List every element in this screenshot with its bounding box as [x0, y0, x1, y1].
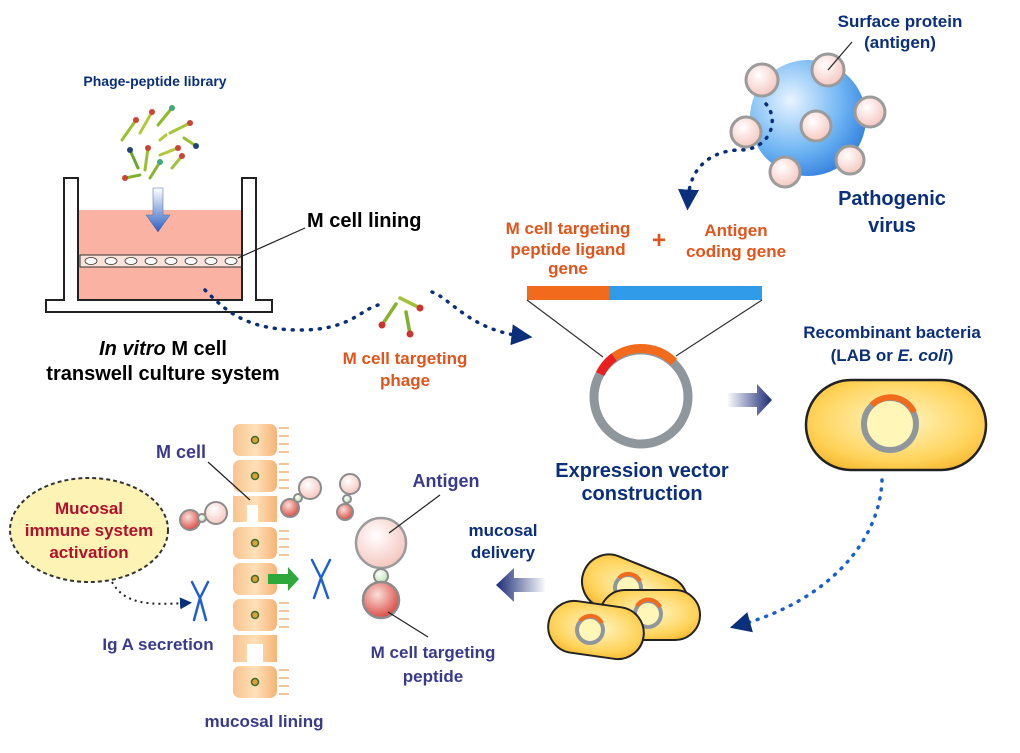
bacterium-icon: [547, 553, 701, 661]
label-targeting-phage-2: phage: [380, 371, 430, 390]
dotted-arrow-icon: [729, 478, 884, 633]
antigen-conjugate: [179, 473, 361, 531]
label-mucosal-1: Mucosal: [55, 499, 123, 518]
gene-construct: [526, 286, 763, 358]
block-arrow-icon: [268, 567, 299, 591]
label-mucosal-lining: mucosal lining: [204, 712, 323, 731]
virus-icon: [729, 41, 887, 189]
label-recombinant-1: Recombinant bacteria: [803, 323, 981, 342]
label-ligand-gene-3: gene: [548, 259, 588, 278]
phage-icon: [120, 105, 199, 181]
label-mucosal-delivery-1: mucosal: [469, 521, 538, 540]
dotted-arrow-icon: [111, 581, 192, 610]
label-targeting-peptide-1: M cell targeting: [371, 643, 496, 662]
plasmid-icon: [589, 343, 693, 449]
label-pathogenic-2: virus: [868, 215, 916, 237]
label-ligand-gene-2: peptide ligand: [510, 240, 625, 259]
label-phage-library: Phage-peptide library: [83, 73, 226, 89]
label-targeting-peptide-2: peptide: [403, 667, 463, 686]
label-expression-2: construction: [581, 483, 702, 505]
phage-icon: [378, 296, 424, 338]
label-surface-protein-1: Surface protein: [838, 12, 963, 31]
label-targeting-phage-1: M cell targeting: [343, 349, 468, 368]
immune-activation-ellipse: [9, 477, 169, 583]
antibody-icon: [190, 558, 332, 622]
label-antigen-gene-2: coding gene: [686, 242, 786, 261]
antigen-conjugate: [354, 494, 441, 638]
label-recombinant-2: (LAB or E. coli): [831, 346, 954, 365]
dotted-arrow-icon: [203, 288, 522, 336]
label-in-vitro: In vitro M cell: [99, 338, 227, 360]
label-antigen: Antigen: [413, 471, 480, 491]
label-iga: Ig A secretion: [102, 635, 213, 654]
label-transwell: transwell culture system: [46, 363, 279, 385]
label-mucosal-delivery-2: delivery: [471, 543, 536, 562]
transwell-icon: [45, 177, 306, 313]
label-plus: +: [652, 227, 666, 254]
epithelial-cell-icon: [207, 424, 289, 698]
label-mucosal-2: immune system: [25, 521, 154, 540]
block-arrow-icon: [496, 568, 546, 602]
label-m-cell-lining: M cell lining: [307, 210, 421, 232]
label-m-cell: M cell: [156, 442, 206, 462]
label-pathogenic-1: Pathogenic: [838, 188, 946, 210]
label-expression-1: Expression vector: [555, 460, 729, 482]
label-mucosal-3: activation: [49, 543, 128, 562]
label-surface-protein-2: (antigen): [864, 33, 936, 52]
bacterium-icon: [804, 378, 988, 472]
label-antigen-gene-1: Antigen: [704, 221, 767, 240]
block-arrow-icon: [727, 384, 772, 416]
dotted-arrow-icon: [678, 102, 774, 211]
label-ligand-gene-1: M cell targeting: [506, 219, 631, 238]
